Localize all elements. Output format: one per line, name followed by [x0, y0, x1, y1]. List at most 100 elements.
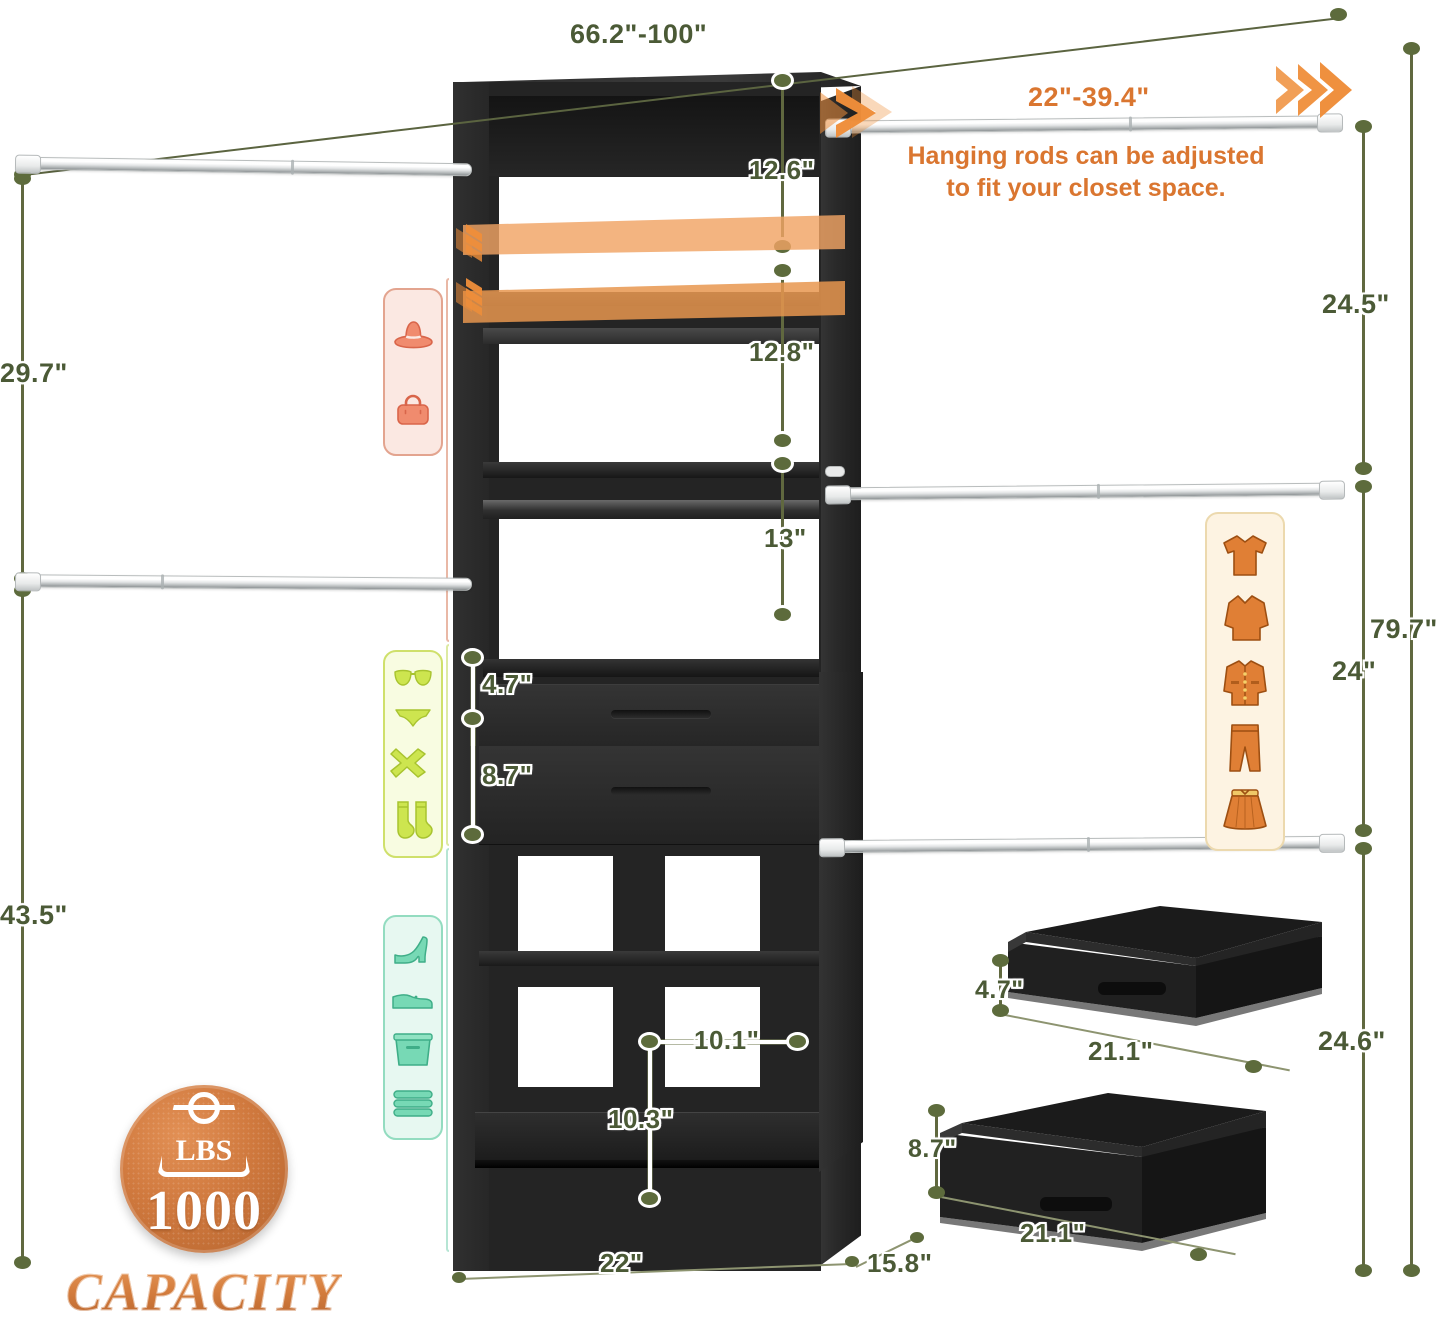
callout-line-2: to fit your closet space.: [946, 174, 1226, 202]
dim-overall-width: 66.2"-100": [568, 17, 709, 51]
dim-dot-left-lower-bottom: [14, 1256, 31, 1269]
shelf-adjust-chevron-mid: [456, 278, 482, 316]
shelf-edge-5: [483, 659, 819, 677]
badge-bracket-mint: [446, 848, 449, 1252]
drawer-handle-large: [611, 787, 711, 795]
socks-icon: [397, 801, 433, 839]
dim-dot-drawer-small-top: [464, 651, 481, 664]
dim-shelf-gap-top: 12.6": [747, 153, 816, 187]
badge-intimates: [383, 650, 443, 858]
shelf-edge-1: [483, 292, 819, 306]
dim-line-shelf-gap-mid: [781, 270, 784, 442]
hanging-rod-top-left: [14, 154, 473, 177]
capacity-unit: LBS: [175, 1134, 233, 1167]
dim-line-right-mid-section: [1362, 486, 1365, 832]
dim-dot-right-bottom-a: [1355, 842, 1372, 855]
badge-bracket-lime: [446, 644, 449, 846]
dim-dot-cubby-width-left: [641, 1035, 658, 1048]
dim-dot-shelf-gap-low-b: [774, 608, 791, 621]
hanging-rod-mid-right: [824, 480, 1346, 505]
dim-dot-right-total-bottom: [1403, 1264, 1420, 1277]
dim-left-lower: 43.5": [0, 898, 69, 932]
folded-towels-icon: [393, 1090, 433, 1117]
cubby-bottom-left: [518, 987, 613, 1087]
drawer-handle-small: [611, 710, 711, 718]
jacket-icon: [1223, 659, 1267, 706]
dim-dot-right-top-b: [1355, 462, 1372, 475]
dim-drawer-small-height: 4.7": [480, 667, 534, 701]
dim-dot-right-mid-a: [1355, 480, 1372, 493]
capacity-seal-circle: LBS 1000: [120, 1085, 288, 1253]
dim-right-total-height: 79.7": [1368, 612, 1439, 646]
cubby-top-left: [518, 856, 613, 951]
pants-icon: [1229, 723, 1261, 772]
storage-bin-icon: [393, 1032, 433, 1066]
detached-drawer-small: [1008, 906, 1322, 1026]
dim-det-drawer-small-height: 4.7": [973, 974, 1025, 1006]
dim-det-drawer-large-width: 21.1": [1018, 1216, 1087, 1250]
dim-dot-right-mid-b: [1355, 824, 1372, 837]
dim-dot-overall-width-right: [1330, 8, 1347, 21]
dim-dot-cubby-height-bottom: [641, 1192, 658, 1205]
dim-dot-right-top-a: [1355, 120, 1372, 133]
hanging-rod-mid-left: [14, 572, 473, 592]
dim-dot-right-bottom-b: [1355, 1264, 1372, 1277]
cubby-bottom-right: [665, 987, 760, 1087]
dim-right-bottom-section: 24.6": [1316, 1024, 1387, 1058]
rod-socket-side: [825, 466, 845, 477]
dim-line-shelf-gap-top: [781, 80, 784, 245]
sun-hat-icon: [394, 320, 433, 348]
dim-left-upper: 29.7": [0, 356, 69, 390]
capacity-seal: LBS 1000 CAPACITY: [65, 1085, 341, 1323]
dim-dot-det-large-w-right: [1190, 1248, 1207, 1261]
capacity-word: CAPACITY: [65, 1262, 343, 1323]
blouse-icon: [1224, 594, 1269, 641]
dim-rod-extend-range: 22"-39.4": [1026, 80, 1151, 114]
dim-line-det-drawer-small-h: [999, 960, 1002, 1010]
dim-det-drawer-large-height: 8.7": [906, 1133, 958, 1165]
badge-hats-bags: [383, 288, 443, 456]
dim-drawer-large-height: 8.7": [480, 758, 534, 792]
cubby-mid-shelf: [479, 951, 819, 966]
dim-line-cubby-height: [648, 1042, 652, 1200]
high-heel-icon: [394, 936, 428, 964]
badge-hanging-clothes: [1205, 512, 1285, 851]
cubby-top-right: [665, 856, 760, 951]
bra-icon: [394, 669, 432, 686]
dim-cubby-width: 10.1": [692, 1023, 761, 1057]
callout-line-1: Hanging rods can be adjusted: [907, 142, 1265, 170]
rod-seam: [1096, 483, 1101, 499]
rod-cap-right: [1318, 833, 1346, 853]
dim-dot-base-width-right: [845, 1256, 859, 1267]
dim-dot-cubby-width-right: [789, 1035, 806, 1048]
rod-cap-left: [14, 572, 42, 592]
hanging-rod-top-right: [824, 113, 1344, 138]
rod-cap-right: [1318, 480, 1346, 500]
dim-right-top-section: 24.5": [1320, 287, 1391, 321]
dim-line-det-drawer-large-h: [935, 1110, 938, 1192]
dim-dot-drawer-small-bottom: [464, 712, 481, 725]
skirt-icon: [1223, 788, 1267, 830]
dim-line-right-top-section: [1362, 126, 1365, 470]
dim-line-left-upper: [21, 178, 24, 578]
capacity-value: 1000: [146, 1180, 262, 1242]
dim-line-drawer-small: [471, 657, 475, 745]
dim-shelf-gap-mid: 12.8": [747, 335, 816, 369]
rod-adjust-callout: Hanging rods can be adjusted to fit your…: [906, 140, 1266, 204]
dim-line-right-bottom-section: [1362, 848, 1365, 1270]
dim-line-right-total: [1410, 48, 1413, 1270]
cabinet-side-lower: [819, 672, 863, 1172]
dim-dot-shelf-gap-mid-a: [774, 264, 791, 277]
briefs-icon: [395, 709, 431, 727]
dim-dot-shelf-gap-top-a: [774, 74, 791, 87]
scarf-icon: [390, 748, 426, 778]
rod-seam: [1128, 116, 1133, 132]
drawer-face-large: [479, 746, 819, 845]
dim-dot-det-small-w-right: [1245, 1060, 1262, 1073]
dim-shelf-gap-low: 13": [762, 521, 808, 555]
dim-right-mid-section: 24": [1330, 654, 1378, 688]
dim-dot-base-width-left: [452, 1272, 466, 1283]
badge-bracket-pink: [446, 278, 449, 642]
rod-extend-arrow-left: [820, 86, 892, 138]
